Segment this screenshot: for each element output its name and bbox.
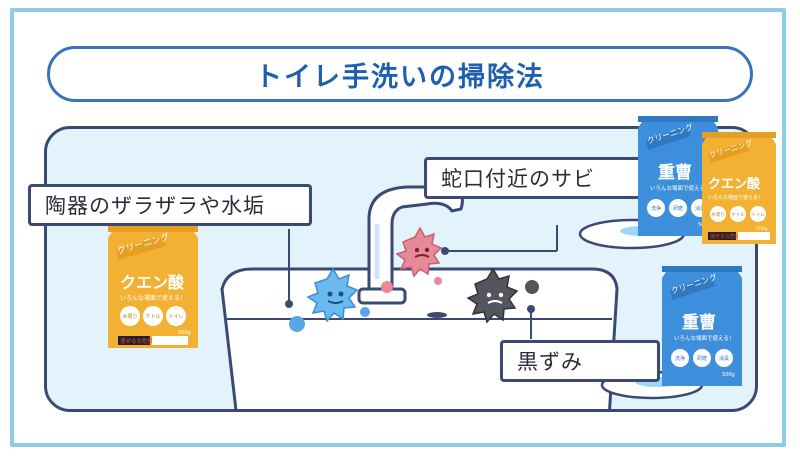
label-black: 黒ずみ	[500, 340, 660, 382]
label-black-text: 黒ずみ	[517, 350, 583, 374]
faucet	[357, 185, 464, 305]
label-ceramic-text: 陶器のザラザラや水垢	[45, 194, 265, 218]
page-title: トイレ手洗いの掃除法	[255, 61, 545, 93]
label-faucet: 蛇口付近のサビ	[424, 157, 648, 199]
label-faucet-text: 蛇口付近のサビ	[441, 167, 595, 191]
black-germ	[466, 267, 539, 324]
blue-germ	[289, 267, 370, 332]
dish-top	[578, 218, 686, 250]
red-germ	[381, 226, 443, 293]
title-banner: トイレ手洗いの掃除法	[47, 46, 753, 102]
label-ceramic: 陶器のザラザラや水垢	[28, 184, 312, 226]
